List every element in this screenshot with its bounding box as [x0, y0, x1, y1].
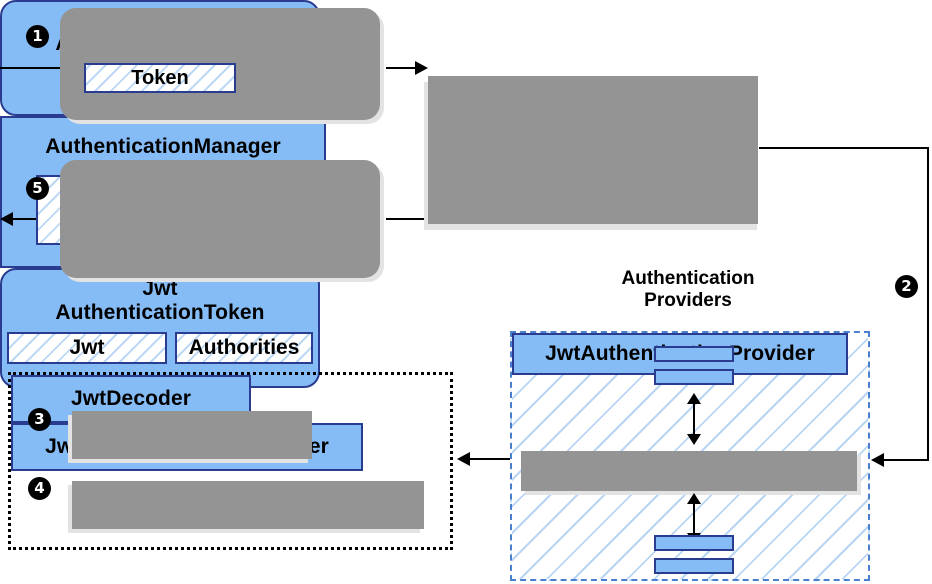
- providers-label-line2: Providers: [644, 289, 732, 311]
- chip-token: Token: [84, 63, 236, 94]
- arrowhead-response-out: [0, 212, 13, 226]
- connector-manager-right: [759, 147, 929, 149]
- arrowhead-provider-to-support: [457, 452, 470, 466]
- step-badge-1: 1: [26, 25, 49, 48]
- jwt-token-shadow-dark: [60, 160, 380, 278]
- providers-label-line1: Authentication: [621, 268, 755, 289]
- provider-link-bottom-line: [693, 499, 695, 539]
- provider-link-top-line: [693, 400, 695, 440]
- connector-provider-to-support: [470, 458, 520, 460]
- step-badge-4: 4: [28, 477, 51, 500]
- step-badge-2: 2: [895, 275, 918, 298]
- chip-jwt: Jwt: [7, 332, 167, 365]
- step-badge-3: 3: [28, 408, 51, 431]
- jwt-converter-shadow-dark: [72, 481, 424, 529]
- connector-token-to-manager: [386, 67, 424, 69]
- arrowhead-token-to-manager: [415, 61, 428, 75]
- provider-shadow-dark: [521, 451, 857, 491]
- providers-group-label: Authentication Providers: [578, 268, 798, 311]
- arrowhead-into-providers: [871, 453, 884, 467]
- jwt-token-title-line2: AuthenticationToken: [55, 300, 265, 324]
- step-badge-5: 5: [26, 177, 49, 200]
- provider-stub-bottom-2: [654, 558, 734, 574]
- authentication-providers-container: JwtAuthenticationProvider: [510, 331, 870, 581]
- authentication-manager-title: AuthenticationManager: [45, 135, 281, 158]
- connector-manager-to-jwt-token: [386, 218, 434, 220]
- auth-manager-shadow-dark: [428, 76, 758, 224]
- chip-authorities: Authorities: [175, 332, 313, 365]
- provider-link-bottom-arrow-up: [687, 493, 701, 504]
- jwt-authentication-token-box[interactable]: Jwt AuthenticationToken Jwt Authorities: [0, 268, 320, 388]
- support-components-container: JwtDecoder JwtAuthenticationConverter: [8, 372, 453, 550]
- provider-stub-top-2: [654, 369, 734, 385]
- jwt-token-chip-row: Jwt Authorities: [7, 332, 313, 365]
- provider-stub-bottom-1: [654, 535, 734, 551]
- connector-into-providers: [884, 459, 929, 461]
- provider-link-top-arrow-down: [687, 434, 701, 445]
- jwt-decoder-box[interactable]: JwtDecoder: [11, 375, 251, 423]
- jwt-token-title: Jwt AuthenticationToken: [55, 277, 264, 324]
- jwt-decoder-title: JwtDecoder: [70, 387, 192, 411]
- jwt-decoder-shadow-dark: [72, 411, 312, 459]
- jwt-token-title-line1: Jwt: [142, 277, 178, 300]
- connector-manager-down: [927, 147, 929, 460]
- provider-stub-top-1: [654, 346, 734, 362]
- connector-request-in: [0, 67, 66, 69]
- provider-link-top-arrow-up: [687, 393, 701, 404]
